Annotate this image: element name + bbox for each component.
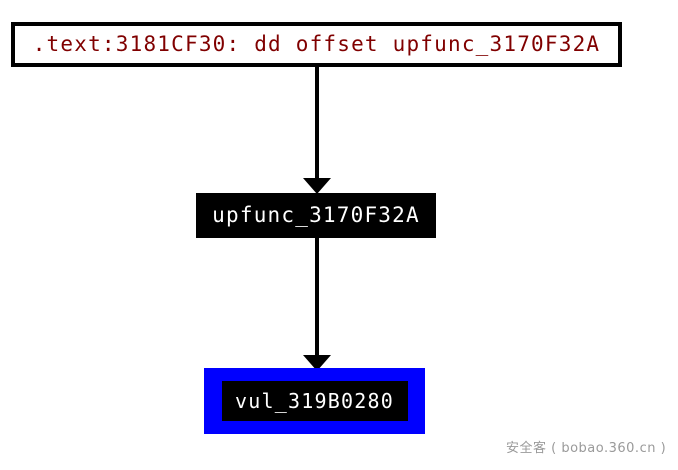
node-xref-source[interactable]: .text:3181CF30: dd offset upfunc_3170F32…: [11, 22, 622, 67]
node-vul-label: vul_319B0280: [235, 389, 394, 413]
node-upfunc-label: upfunc_3170F32A: [212, 203, 420, 227]
node-vul-inner-box: vul_319B0280: [221, 381, 408, 421]
node-upfunc[interactable]: upfunc_3170F32A: [196, 193, 436, 238]
node-xref-source-label: .text:3181CF30: dd offset upfunc_3170F32…: [32, 32, 601, 56]
node-vul-highlighted[interactable]: vul_319B0280: [204, 368, 425, 434]
watermark: 安全客 ( bobao.360.cn ): [506, 441, 667, 456]
